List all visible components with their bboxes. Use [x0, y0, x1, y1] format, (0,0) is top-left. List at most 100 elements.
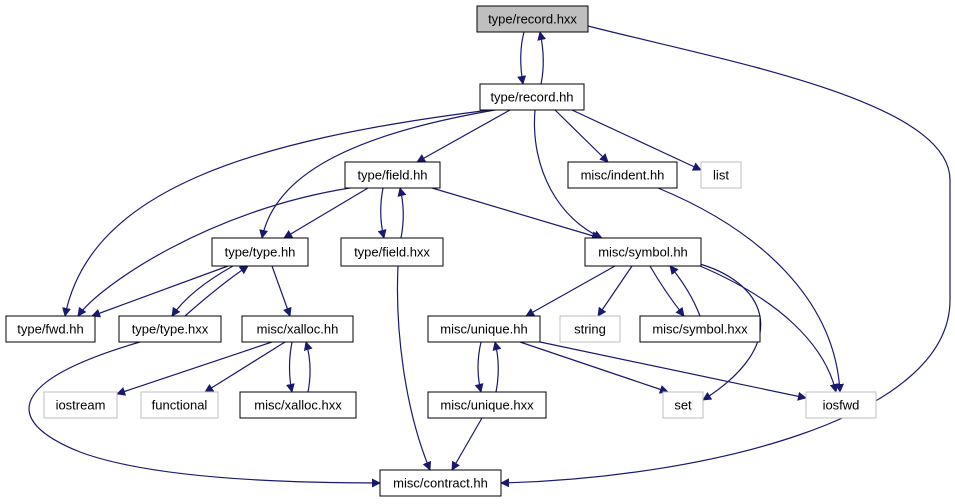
node-box [427, 315, 541, 343]
edge-xalloc_hh-to-xalloc_hxx [285, 341, 295, 393]
node-box [379, 469, 502, 497]
node-fwd-hh[interactable]: type/fwd.hh [5, 315, 96, 343]
node-label: misc/xalloc.hxx [254, 398, 342, 413]
node-indent-hh[interactable]: misc/indent.hh [567, 161, 678, 189]
node-label: type/field.hxx [354, 245, 430, 260]
node-box [5, 315, 96, 343]
node-label: misc/unique.hxx [440, 398, 534, 413]
node-box [239, 391, 357, 419]
node-xalloc-hxx[interactable]: misc/xalloc.hxx [239, 391, 357, 419]
node-label: misc/indent.hh [581, 168, 665, 183]
edge-field_hh-to-symbol_hh [431, 187, 601, 241]
edge-symbol_hh-to-unique_hh [525, 265, 616, 317]
edge-record_hh-to-symbol_hh [533, 109, 603, 239]
edge-symbol_hh-to-iosfwd [699, 265, 839, 393]
edge-xalloc_hxx-to-xalloc_hh [303, 341, 313, 393]
edge-type_hxx-to-contract_hh [28, 341, 381, 488]
node-box [118, 315, 222, 343]
edge-field_hh-to-field_hxx [377, 187, 387, 239]
node-box [340, 237, 444, 267]
edge-field_hxx-to-contract_hh [396, 265, 432, 471]
edge-symbol_hxx-to-symbol_hh [669, 265, 701, 317]
node-iostream: iostream [43, 391, 118, 419]
edge-unique_hxx-to-unique_hh [492, 341, 502, 393]
node-symbol-hh[interactable]: misc/symbol.hh [584, 237, 702, 267]
node-box [639, 315, 761, 343]
node-type-hxx[interactable]: type/type.hxx [118, 315, 222, 343]
node-record-hxx[interactable]: type/record.hxx [476, 5, 589, 33]
edge-field_hh-to-type_hh [283, 187, 369, 239]
edge-unique_hh-to-iosfwd [539, 341, 807, 401]
node-box [43, 391, 118, 419]
edge-indent_hh-to-iosfwd [657, 187, 845, 393]
edge-record_hxx-to-contract_hh [500, 25, 951, 488]
node-box [805, 391, 877, 419]
node-label: type/field.hh [357, 168, 427, 183]
node-label: misc/symbol.hh [598, 245, 688, 260]
node-box [427, 391, 547, 419]
edge-record_hh-to-fwd_hh [62, 109, 491, 317]
node-label: misc/contract.hh [393, 476, 488, 491]
edge-type_hh-to-fwd_hh [91, 265, 229, 318]
edge-record_hh-to-indent_hh [554, 109, 609, 163]
edge-record_hh-to-type_hh [259, 109, 496, 239]
edge-unique_hxx-to-contract_hh [451, 417, 483, 471]
node-record-hh[interactable]: type/record.hh [479, 83, 585, 111]
edge-record_hh-to-field_hh [416, 109, 511, 163]
node-unique-hxx[interactable]: misc/unique.hxx [427, 391, 547, 419]
edge-symbol_hh-to-symbol_hxx [649, 265, 685, 317]
node-label: type/record.hxx [488, 12, 577, 27]
node-label: list [713, 168, 729, 183]
node-box [584, 237, 702, 267]
edge-record_hxx-to-record_hh [517, 31, 527, 85]
node-unique-hh[interactable]: misc/unique.hh [427, 315, 541, 343]
node-label: iostream [56, 398, 106, 413]
node-box [479, 83, 585, 111]
node-box [662, 391, 704, 419]
node-box [211, 237, 309, 267]
nodes-layer: type/record.hxx type/record.hh type/field.… [5, 5, 877, 497]
node-box [241, 315, 354, 343]
node-label: iosfwd [823, 398, 860, 413]
edge-xalloc_hh-to-iostream [116, 341, 273, 396]
edge-record_hh-to-record_hxx [537, 31, 547, 85]
edge-record_hh-to-list [571, 109, 702, 171]
node-label: type/fwd.hh [17, 322, 84, 337]
edge-type_hxx-to-type_hh [184, 265, 249, 317]
node-contract-hh[interactable]: misc/contract.hh [379, 469, 502, 497]
node-type-hh[interactable]: type/type.hh [211, 237, 309, 267]
node-string: string [559, 315, 621, 343]
node-label: type/record.hh [490, 90, 573, 105]
node-field-hxx[interactable]: type/field.hxx [340, 237, 444, 267]
node-box [567, 161, 678, 189]
node-label: set [674, 398, 692, 413]
node-box [140, 391, 219, 419]
node-field-hh[interactable]: type/field.hh [344, 161, 441, 189]
edge-symbol_hh-to-string [597, 265, 633, 317]
node-label: type/type.hxx [132, 322, 209, 337]
node-label: misc/symbol.hxx [652, 322, 748, 337]
node-box [700, 161, 742, 189]
node-label: misc/xalloc.hh [257, 322, 339, 337]
node-set: set [662, 391, 704, 419]
node-label: functional [152, 398, 208, 413]
edge-type_hh-to-xalloc_hh [271, 265, 292, 317]
node-functional: functional [140, 391, 219, 419]
edge-type_hh-to-type_hxx [171, 265, 234, 317]
node-xalloc-hh[interactable]: misc/xalloc.hh [241, 315, 354, 343]
node-list: list [700, 161, 742, 189]
edge-field_hh-to-fwd_hh [77, 187, 351, 317]
node-label: misc/unique.hh [440, 322, 527, 337]
edge-unique_hh-to-unique_hxx [474, 341, 484, 393]
edge-field_hxx-to-field_hh [397, 187, 407, 239]
node-label: type/type.hh [225, 245, 296, 260]
node-symbol-hxx[interactable]: misc/symbol.hxx [639, 315, 761, 343]
node-box [559, 315, 621, 343]
node-label: string [574, 322, 606, 337]
edges-layer [28, 25, 951, 488]
node-iosfwd: iosfwd [805, 391, 877, 419]
node-box [476, 5, 589, 33]
edge-xalloc_hh-to-functional [204, 341, 286, 393]
node-box [344, 161, 441, 189]
